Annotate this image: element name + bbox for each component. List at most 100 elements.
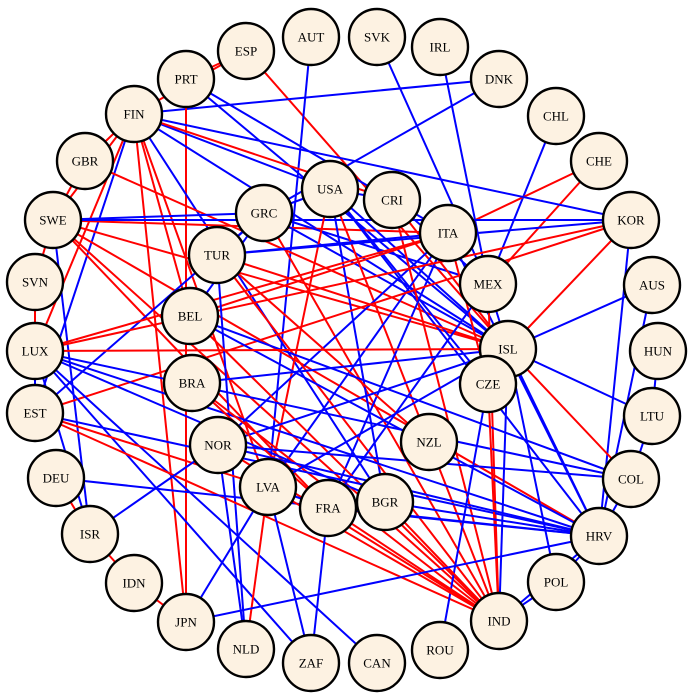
node-label: CZE [476, 377, 501, 392]
edge-fin-jpn [133, 113, 187, 623]
edge-fra-ind [327, 507, 500, 622]
node-circle [26, 448, 86, 508]
node-nld: NLD [216, 619, 276, 679]
edge-lux-zaf [34, 350, 312, 664]
node-circle [300, 159, 360, 219]
node-label: LUX [22, 344, 49, 359]
node-circle [628, 321, 688, 381]
edge-bel-hrv [189, 315, 600, 537]
node-jpn: JPN [156, 592, 216, 652]
edge-hrv-jpn [185, 535, 600, 623]
node-label: ISL [498, 342, 518, 357]
node-circle [410, 17, 470, 77]
edge-lux-can [34, 350, 378, 664]
edge-swe-grc [52, 212, 265, 221]
edge-gbr-isl [84, 160, 509, 350]
edge-usa-lva [267, 188, 331, 488]
node-label: NZL [416, 435, 441, 450]
node-lux: LUX [5, 321, 65, 381]
node-svk: SVK [347, 7, 407, 67]
node-nzl: NZL [399, 412, 459, 472]
edge-prt-isl [185, 78, 509, 350]
edge-isl-bra [191, 348, 509, 384]
node-circle [569, 506, 629, 566]
edge-bel-ind [189, 315, 500, 622]
edge-dnk-fin [133, 78, 500, 115]
node-hun: HUN [628, 321, 688, 381]
edge-ita-lux [34, 232, 449, 352]
node-idn: IDN [104, 553, 164, 613]
edge-tur-nzl [216, 254, 430, 443]
edge-ita-fra [327, 232, 449, 509]
node-pol: POL [526, 552, 586, 612]
node-circle [156, 592, 216, 652]
node-swe: SWE [23, 190, 83, 250]
node-label: ZAF [299, 656, 324, 671]
node-circle [5, 321, 65, 381]
edge-tur-ind [216, 254, 500, 622]
node-label: COL [618, 472, 644, 487]
node-label: IDN [122, 576, 146, 591]
node-label: BGR [372, 495, 399, 510]
node-tur: TUR [187, 225, 247, 285]
node-label: USA [317, 182, 344, 197]
node-label: DNK [485, 72, 514, 87]
edge-est-lva [34, 412, 269, 488]
node-label: CHL [543, 109, 569, 124]
edge-cze-rou [439, 383, 489, 651]
node-bra: BRA [162, 353, 222, 413]
node-label: JPN [175, 615, 197, 630]
node-isr: ISR [60, 504, 120, 564]
node-label: GRC [251, 206, 278, 221]
node-kor: KOR [601, 190, 661, 250]
node-label: EST [23, 406, 46, 421]
node-label: IRL [430, 40, 451, 55]
node-circle [355, 472, 415, 532]
node-fra: FRA [298, 478, 358, 538]
edge-isl-nor [217, 348, 509, 446]
node-label: ISR [80, 527, 101, 542]
node-bel: BEL [160, 286, 220, 346]
node-label: AUS [639, 278, 665, 293]
node-circle [399, 412, 459, 472]
node-circle [622, 255, 682, 315]
node-circle [23, 190, 83, 250]
node-label: MEX [474, 277, 504, 292]
node-label: BRA [179, 376, 206, 391]
edge-fin-bel [133, 113, 191, 317]
node-col: COL [601, 449, 661, 509]
node-label: LVA [256, 480, 280, 495]
node-fin: FIN [104, 84, 164, 144]
node-circle [526, 86, 586, 146]
node-circle [298, 478, 358, 538]
edge-lux-isl [34, 348, 509, 352]
node-circle [104, 84, 164, 144]
node-circle [469, 49, 529, 109]
node-label: HRV [586, 529, 613, 544]
node-grc: GRC [234, 183, 294, 243]
edge-swe-isl [52, 219, 509, 350]
node-label: LTU [640, 409, 665, 424]
edge-est-ind [34, 412, 500, 622]
node-circle [188, 415, 248, 475]
node-circle [162, 353, 222, 413]
edge-fin-kor [133, 113, 632, 221]
node-circle [60, 504, 120, 564]
node-label: HUN [644, 344, 673, 359]
node-label: TUR [204, 248, 230, 263]
node-circle [281, 7, 341, 67]
node-est: EST [5, 383, 65, 443]
node-label: SVK [364, 30, 391, 45]
edge-grc-ind [263, 212, 500, 622]
node-chl: CHL [526, 86, 586, 146]
node-label: CAN [363, 656, 391, 671]
node-usa: USA [300, 159, 360, 219]
node-circle [160, 286, 220, 346]
node-circle [187, 225, 247, 285]
node-circle [216, 619, 276, 679]
node-circle [281, 633, 341, 693]
node-circle [104, 553, 164, 613]
edge-bgr-hrv [384, 501, 600, 537]
node-zaf: ZAF [281, 633, 341, 693]
